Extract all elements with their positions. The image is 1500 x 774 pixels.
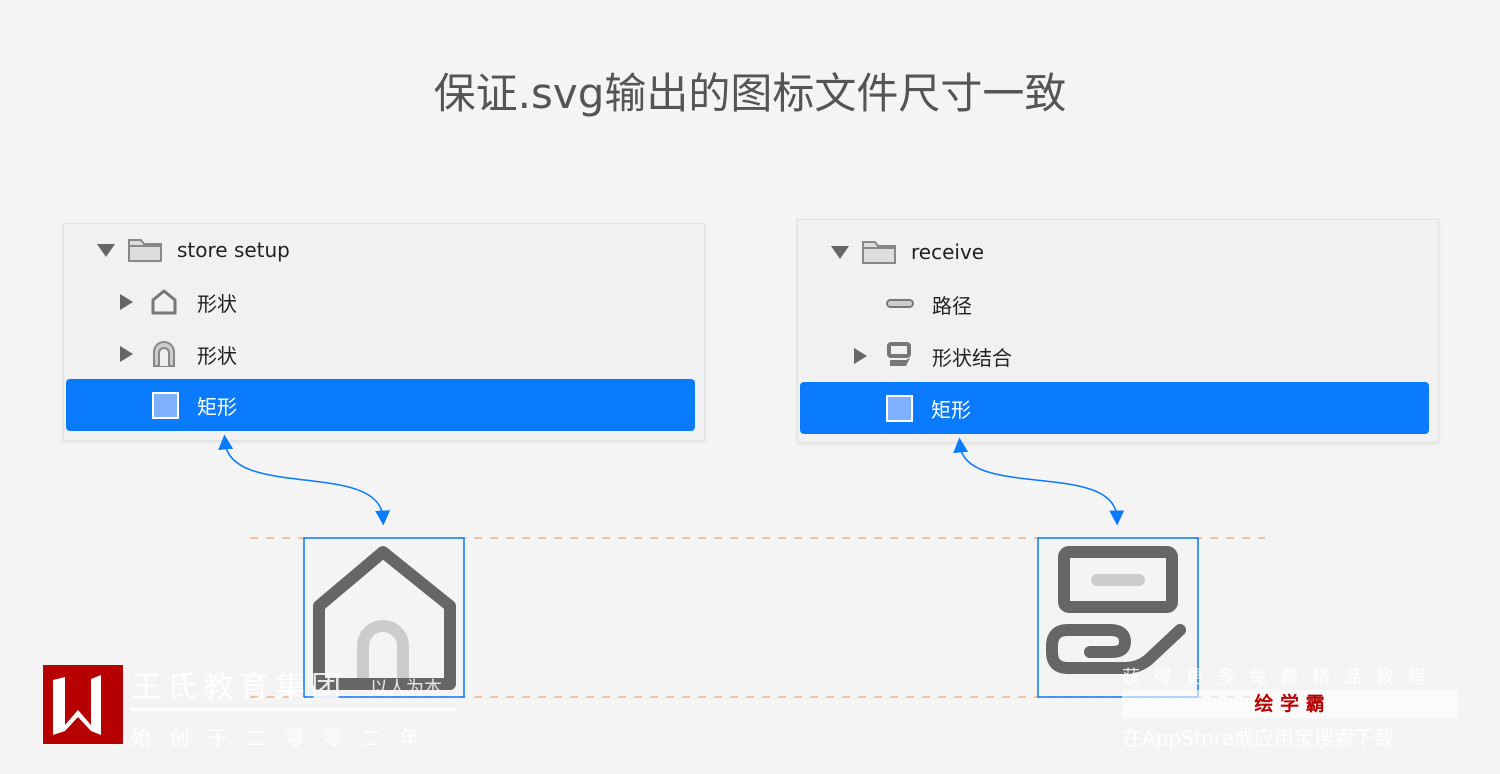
layer-label: 形状: [197, 343, 237, 368]
layer-label: 路径: [932, 293, 972, 318]
download-text: 在AppStore或应用宝搜索下载: [1122, 726, 1394, 750]
disclosure-open-icon[interactable]: [97, 244, 115, 257]
disclosure-closed-icon[interactable]: [854, 348, 867, 364]
combined-shape-icon: [887, 342, 911, 366]
link-arrow-right: [953, 437, 1125, 526]
layer-label: 形状: [197, 291, 237, 316]
receive-icon: [1046, 546, 1186, 674]
layer-label: receive: [911, 240, 985, 264]
layer-path[interactable]: 路径: [798, 278, 1438, 330]
layer-group-store-setup[interactable]: store setup: [64, 224, 704, 276]
path-icon: [886, 299, 914, 308]
link-arrow-left: [218, 434, 391, 526]
layers-panel-right: receive 路径 形状结合 矩形: [797, 219, 1439, 443]
layer-label: 形状结合: [932, 345, 1012, 370]
app-name-banner: 绘 学 霸: [1122, 690, 1457, 718]
disclosure-open-icon[interactable]: [831, 246, 849, 259]
artboard-box-right: [1037, 537, 1199, 698]
arch-shape-icon: [153, 341, 175, 367]
disclosure-closed-icon[interactable]: [120, 346, 133, 362]
brand-divider: [131, 708, 456, 711]
promo-text: 获 得 更 多 免 费 精 品 教 程: [1122, 667, 1430, 688]
layer-shape-arch[interactable]: 形状: [64, 328, 704, 380]
artboard-box-left: [303, 537, 465, 698]
logo-w-icon: [53, 675, 101, 735]
layer-label: store setup: [177, 238, 290, 262]
rectangle-icon: [886, 395, 913, 422]
layer-label: 矩形: [931, 397, 971, 422]
rectangle-icon: [152, 392, 179, 419]
brand-slogan: 以人为本: [370, 678, 442, 699]
house-shape-icon: [151, 289, 177, 315]
brand-founded: 始 创 于 二 零 零 二 年: [131, 726, 426, 750]
layer-group-receive[interactable]: receive: [798, 226, 1438, 278]
page-title: 保证.svg输出的图标文件尺寸一致: [433, 69, 1067, 118]
layers-panel-left: store setup 形状 形状 矩形: [63, 223, 705, 441]
house-icon: [313, 546, 456, 690]
disclosure-closed-icon[interactable]: [120, 294, 133, 310]
folder-icon: [128, 239, 162, 262]
app-name: 绘 学 霸: [1254, 693, 1325, 715]
layer-label: 矩形: [197, 394, 237, 419]
layer-rectangle-selected[interactable]: 矩形: [800, 382, 1429, 434]
brand-logo: [43, 665, 123, 744]
layer-shape-house[interactable]: 形状: [64, 276, 704, 328]
layer-rectangle-selected[interactable]: 矩形: [66, 379, 695, 431]
folder-icon: [862, 241, 896, 264]
brand-name: 王氏教育集团: [131, 670, 347, 705]
layer-combined-shape[interactable]: 形状结合: [798, 330, 1438, 382]
